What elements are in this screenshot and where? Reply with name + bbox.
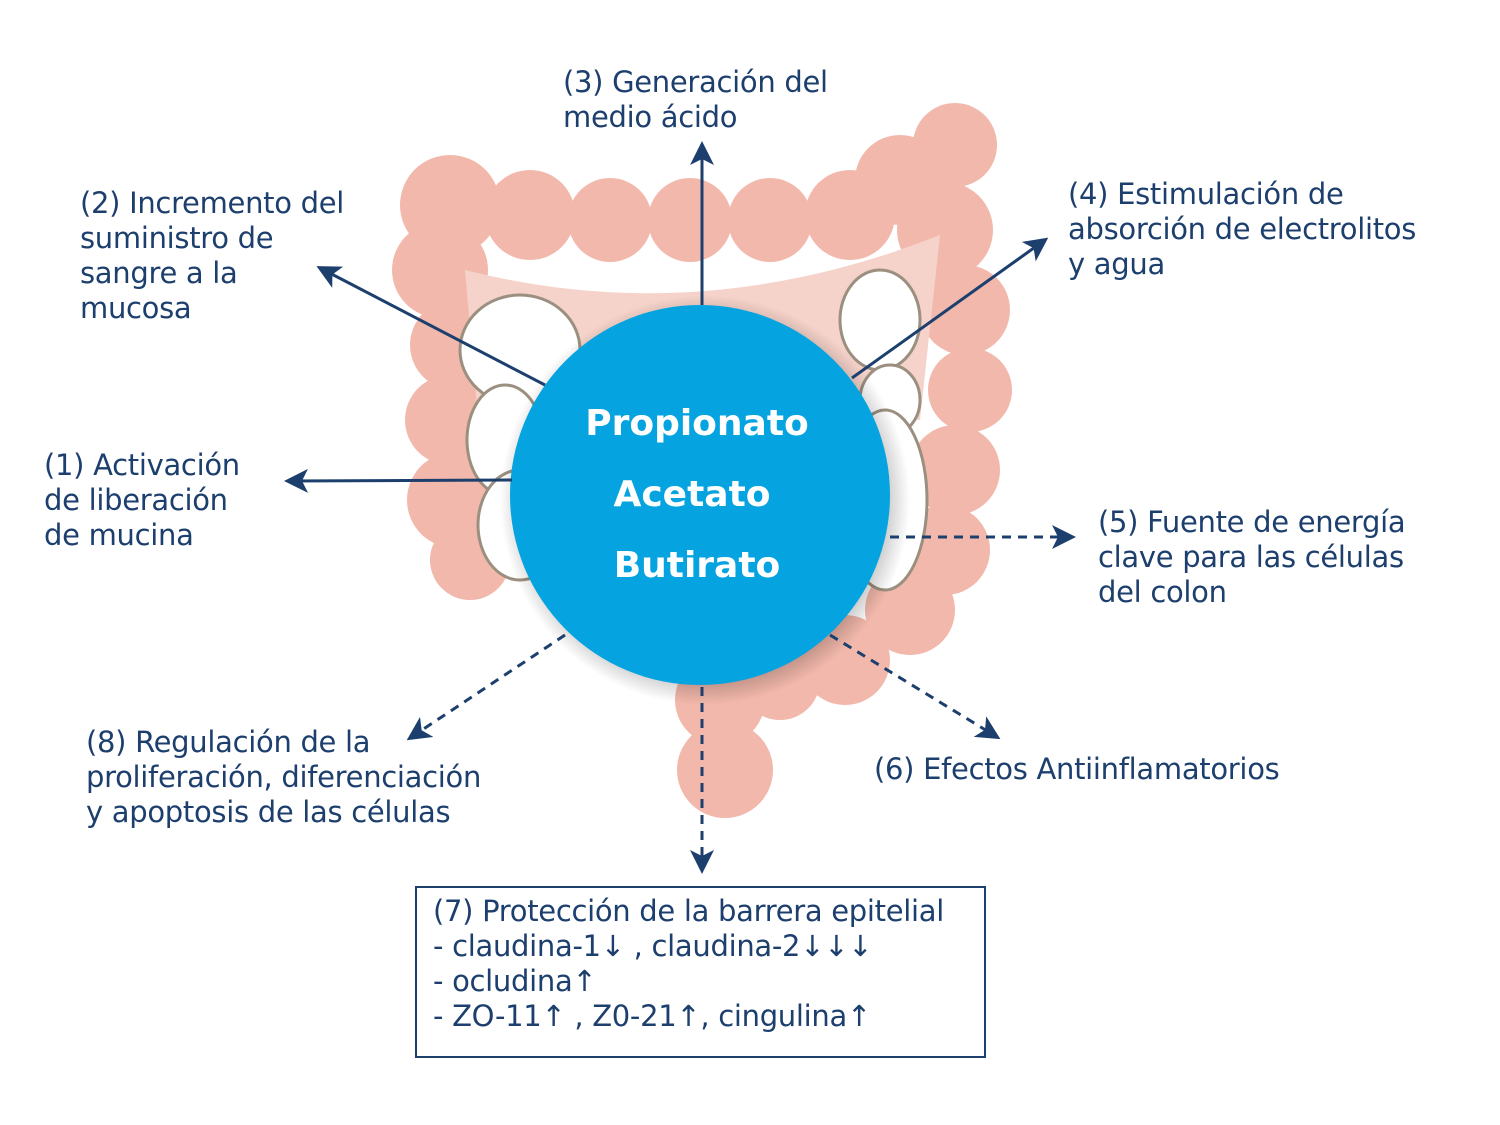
effect-4-label: (4) Estimulación de absorción de electro…	[1068, 177, 1417, 281]
barrier-item: - ZO-11↑ , Z0-21↑, cingulina↑	[433, 999, 871, 1033]
colon-shape	[392, 103, 1012, 818]
barrier-item: - claudina-1↓ , claudina-2↓↓↓	[433, 929, 873, 963]
effect-3-label: (3) Generación del medio ácido	[563, 65, 828, 134]
scfa-circle	[510, 305, 890, 685]
barrier-title: (7) Protección de la barrera epitelial	[433, 894, 945, 928]
barrier-item: - ocludina↑	[433, 964, 597, 998]
center-label-acetato: Acetato	[613, 474, 771, 515]
effect-2-label: (2) Incremento del suministro de sangre …	[80, 186, 345, 325]
center-label-butirato: Butirato	[613, 545, 781, 586]
effect-6-label: (6) Efectos Antiinflamatorios	[874, 752, 1280, 786]
barrier-protection-box: (7) Protección de la barrera epitelial -…	[415, 886, 986, 1058]
arrow-6	[829, 633, 1001, 740]
effect-1-label: (1) Activación de liberación de mucina	[44, 448, 240, 552]
arrow-2	[316, 266, 546, 387]
effect-8-label: (8) Regulación de la proliferación, dife…	[86, 725, 482, 829]
center-label-propionato: Propionato	[585, 403, 809, 444]
effect-5-label: (5) Fuente de energía clave para las cél…	[1098, 505, 1406, 609]
arrow-1	[284, 468, 513, 493]
arrow-8	[406, 633, 566, 741]
arrow-4	[851, 237, 1049, 380]
